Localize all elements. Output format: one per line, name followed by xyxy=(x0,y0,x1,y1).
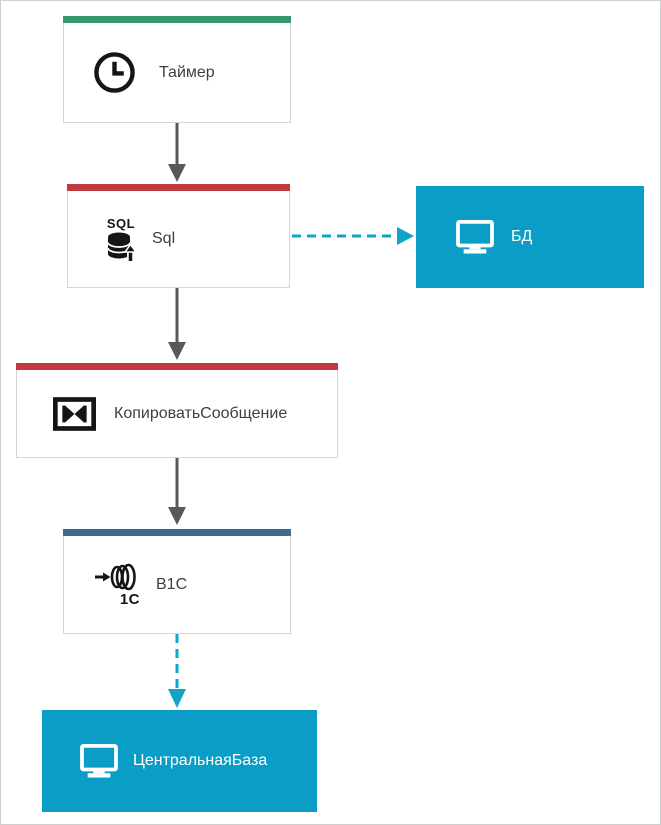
node-label: КопироватьСообщение xyxy=(114,404,288,422)
edge-copy-b1c[interactable] xyxy=(168,457,186,525)
node-sql[interactable]: SQL Sql xyxy=(67,184,290,288)
node-label: Таймер xyxy=(159,63,215,81)
node-label: ЦентральнаяБаза xyxy=(133,752,268,769)
node-label: Sql xyxy=(152,230,176,247)
edge-timer-sql[interactable] xyxy=(168,123,186,182)
pipeline-1c-icon: 1С xyxy=(94,563,142,607)
map-transform-icon xyxy=(53,396,96,431)
accent-bar xyxy=(63,16,291,23)
node-b1c[interactable]: 1С В1С xyxy=(63,529,291,634)
node-timer[interactable]: Таймер xyxy=(63,16,291,123)
one-c-icon-text: 1С xyxy=(119,590,140,608)
node-label: В1С xyxy=(156,575,188,593)
node-central-base[interactable]: ЦентральнаяБаза xyxy=(42,710,317,812)
monitor-icon xyxy=(80,744,118,778)
accent-bar xyxy=(16,363,338,370)
sql-database-icon: SQL xyxy=(105,217,137,262)
node-label: БД xyxy=(511,228,533,245)
node-bd[interactable]: БД xyxy=(416,186,644,288)
node-copy-message[interactable]: КопироватьСообщение xyxy=(16,363,338,458)
accent-bar xyxy=(63,529,291,536)
edge-sql-bd[interactable] xyxy=(292,227,414,245)
clock-icon xyxy=(93,51,136,94)
sql-icon-text: SQL xyxy=(106,215,136,231)
edge-b1c-central[interactable] xyxy=(168,634,186,708)
edge-sql-copy[interactable] xyxy=(168,288,186,360)
monitor-icon xyxy=(456,220,494,254)
accent-bar xyxy=(67,184,290,191)
